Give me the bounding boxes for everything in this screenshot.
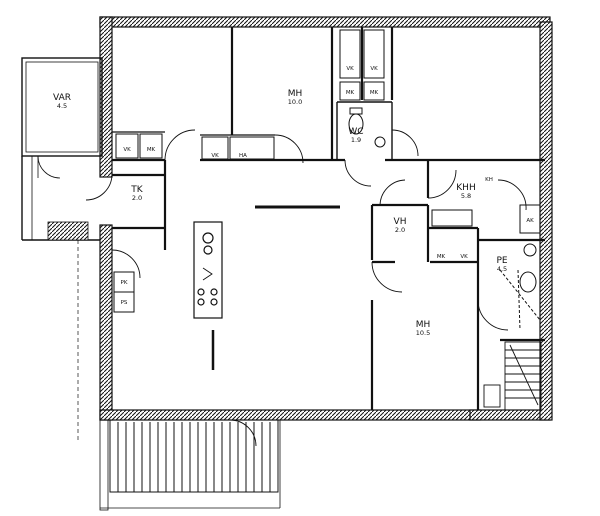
room-mh-top-name: MH xyxy=(288,89,303,99)
wall-left-lower xyxy=(99,224,113,421)
room-mh-bottom-name: MH xyxy=(416,320,431,330)
wall-bottom-right xyxy=(469,409,551,421)
fixture-pk: PK xyxy=(121,280,128,286)
wall-right xyxy=(539,21,553,421)
wall-left-upper xyxy=(99,16,113,178)
storage-var xyxy=(21,57,103,241)
fixture-kh: KH xyxy=(485,177,493,183)
room-var-area: 4.5 xyxy=(57,102,67,110)
fixture-mk-1: MK xyxy=(147,147,156,153)
room-khh-name: KHH xyxy=(456,183,475,193)
room-wc-name: WC xyxy=(348,127,363,137)
hall-cabinets xyxy=(113,271,135,313)
room-vh-area: 2.0 xyxy=(395,226,405,234)
wall-top xyxy=(99,16,551,28)
room-pe-area: 4.5 xyxy=(497,265,507,273)
room-tk-name: TK xyxy=(130,185,143,195)
bathroom-fixtures xyxy=(431,204,541,331)
fixture-ps: PS xyxy=(121,300,128,306)
fixture-vk-3: VK xyxy=(346,66,354,72)
wall-bottom xyxy=(99,409,481,421)
exterior-walls xyxy=(99,16,553,421)
wardrobes-top xyxy=(115,29,385,160)
wc-fixtures xyxy=(348,107,386,148)
fixture-mk-4: MK xyxy=(437,254,446,260)
room-khh-area: 5.8 xyxy=(461,192,471,200)
kitchen-counter xyxy=(193,205,340,370)
room-labels: VAR 4.5 MH 10.0 WC 1.9 TK 2.0 KHH 5.8 VH… xyxy=(53,89,508,337)
terrace xyxy=(77,240,281,511)
fixture-ak: AK xyxy=(526,218,534,224)
fixture-vk-2: VK xyxy=(211,153,219,159)
fixture-labels: VK MK VK HA VK VK MK MK PK PS MK VK KH A… xyxy=(121,66,535,306)
room-wc-area: 1.9 xyxy=(351,136,361,144)
fixture-mk-2: MK xyxy=(346,90,355,96)
room-mh-bottom-area: 10.5 xyxy=(416,329,430,337)
room-tk-area: 2.0 xyxy=(132,194,142,202)
fixture-vk-5: VK xyxy=(460,254,468,260)
room-var-name: VAR xyxy=(53,93,71,103)
fixture-vk-4: VK xyxy=(370,66,378,72)
door-swings xyxy=(85,129,527,447)
fixture-vk-1: VK xyxy=(123,147,131,153)
room-mh-top-area: 10.0 xyxy=(288,98,302,106)
staircase xyxy=(483,341,542,411)
fixture-ha: HA xyxy=(239,153,247,159)
fixture-mk-3: MK xyxy=(370,90,379,96)
room-vh-name: VH xyxy=(394,217,407,227)
room-pe-name: PE xyxy=(496,256,507,266)
interior-walls xyxy=(112,27,545,410)
